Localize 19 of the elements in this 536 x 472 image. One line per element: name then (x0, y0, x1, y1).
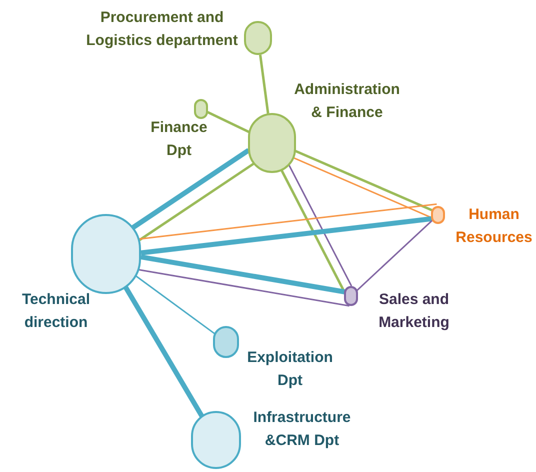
connector-line (207, 111, 250, 134)
node-label: Administration & Finance (293, 80, 401, 123)
connector-line (288, 164, 352, 286)
connector-line (294, 150, 433, 212)
connector-line (123, 286, 204, 418)
connector-line (292, 156, 432, 218)
node-label: Procurement and Logistics department (85, 8, 239, 51)
connector-line (131, 148, 250, 230)
node-label: Human Resources (454, 205, 534, 248)
connector-line (356, 220, 433, 292)
connector-line (140, 254, 346, 294)
connector-line (259, 54, 270, 114)
node-label: Finance Dpt (150, 118, 208, 161)
connector-line (140, 216, 432, 256)
node-label: Infrastructure &CRM Dpt (252, 408, 352, 451)
node-label: Exploitation Dpt (246, 348, 334, 391)
connector-line (135, 275, 216, 334)
node-label: Technical direction (20, 290, 92, 333)
node-label: Sales and Marketing (378, 290, 450, 333)
